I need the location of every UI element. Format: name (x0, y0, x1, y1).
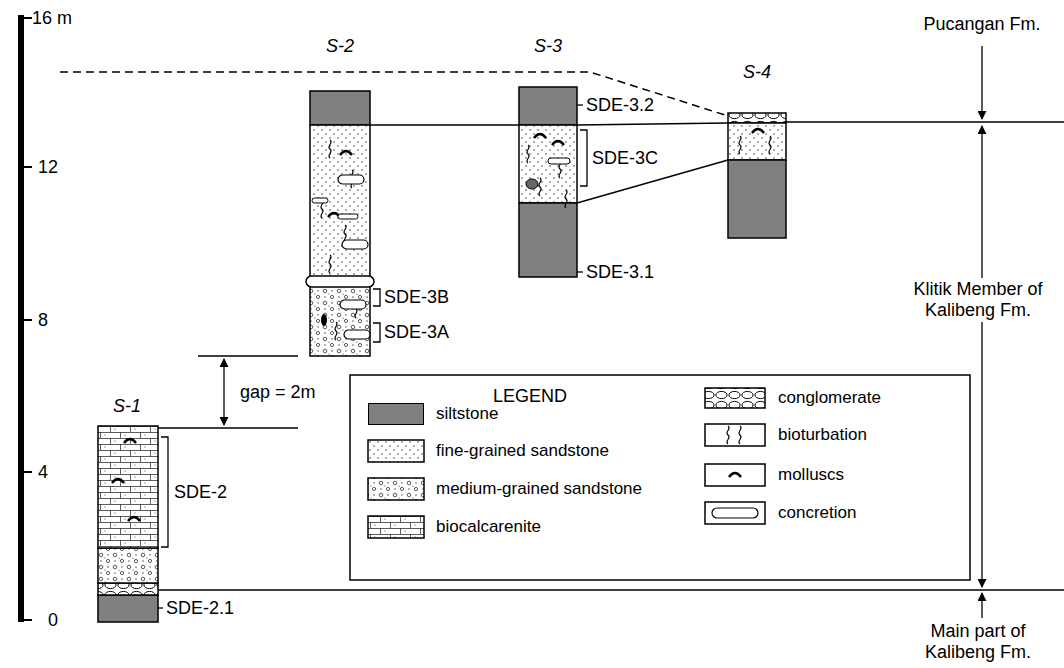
legend-text: conglomerate (778, 388, 881, 408)
scale-label: 12 (38, 157, 58, 178)
legend-swatch (368, 403, 424, 425)
legend-text: molluscs (778, 465, 844, 485)
sample-label: SDE-3B (384, 287, 449, 308)
legend-text: biocalcarenite (436, 517, 541, 537)
scale-label: 16 m (32, 8, 72, 29)
sample-label: SDE-3C (592, 148, 658, 169)
formation-name: Pucangan Fm. (920, 13, 1043, 36)
sample-label: SDE-3A (384, 322, 449, 343)
formation-name: Main part of Kalibeng Fm. (895, 620, 1061, 663)
legend-text: medium-grained sandstone (436, 479, 642, 499)
section-name: S-3 (534, 36, 562, 57)
section-name: S-4 (743, 62, 771, 83)
scale-label: 0 (48, 610, 58, 631)
formation-name: Klitik Member of Kalibeng Fm. (900, 278, 1056, 321)
legend-text: fine-grained sandstone (436, 441, 609, 461)
section-name: S-2 (326, 36, 354, 57)
legend-text: concretion (778, 503, 856, 523)
scale-label: 4 (38, 462, 48, 483)
sample-label: SDE-2.1 (166, 598, 234, 619)
sample-label: SDE-2 (174, 482, 227, 503)
gap-label: gap = 2m (240, 382, 316, 403)
legend-text: siltstone (436, 404, 498, 424)
scale-label: 8 (38, 310, 48, 331)
sample-label: SDE-3.1 (586, 262, 654, 283)
sample-label: SDE-3.2 (586, 95, 654, 116)
section-name: S-1 (113, 396, 141, 417)
legend-text: bioturbation (778, 425, 867, 445)
legend-title: LEGEND (493, 386, 567, 407)
